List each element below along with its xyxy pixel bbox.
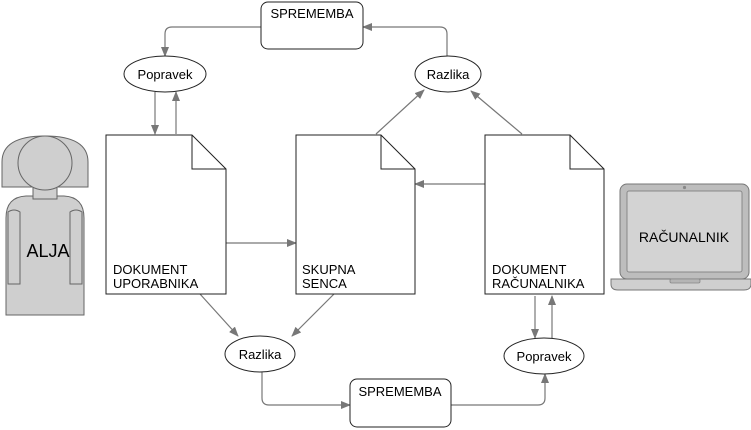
doc-user-label-line1: DOKUMENT [113, 262, 187, 277]
top-change-box: SPREMEMBA [260, 1, 364, 50]
diff-bottom-label: Razlika [239, 347, 282, 362]
arrow-bottom-change-to-patch-right [451, 373, 549, 406]
diff-top-label: Razlika [427, 67, 470, 82]
arrow-doc-computer-to-diff-top [470, 90, 523, 135]
doc-user: DOKUMENT UPORABNIKA [105, 134, 227, 295]
doc-computer-label-line1: DOKUMENT [492, 262, 566, 277]
shadow-label-line2: SENCA [302, 276, 347, 291]
person-icon: ALJA [1, 135, 89, 316]
arrow-diff-bottom-to-bottom-change [261, 372, 351, 409]
bottom-change-label: SPREMEMBA [358, 384, 441, 399]
patch-right-node: Popravek [503, 337, 585, 375]
connectors [151, 23, 556, 409]
arrow-diff-top-to-top-change [362, 23, 448, 57]
patch-right-label: Popravek [517, 349, 572, 364]
arrow-top-change-to-patch-left [161, 26, 261, 57]
shadow-label-line1: SKUPNA [302, 262, 356, 277]
patch-left-node: Popravek [123, 55, 207, 93]
arrow-shadow-to-diff-bottom [291, 293, 335, 337]
doc-computer: DOKUMENT RAČUNALNIKA [484, 134, 605, 295]
bottom-change-box: SPREMEMBA [349, 378, 452, 428]
person-label: ALJA [26, 241, 69, 261]
doc-user-label-line2: UPORABNIKA [113, 276, 199, 291]
diff-top-node: Razlika [414, 55, 482, 93]
laptop-label: RAČUNALNIK [639, 229, 730, 245]
doc-shadow: SKUPNA SENCA [295, 134, 416, 295]
arrow-shadow-to-diff-top [375, 89, 425, 135]
arrow-doc-user-to-diff-bottom [199, 293, 239, 337]
laptop-icon: RAČUNALNIK [610, 183, 751, 291]
diff-bottom-node: Razlika [224, 335, 296, 373]
patch-left-label: Popravek [138, 67, 193, 82]
doc-computer-label-line2: RAČUNALNIKA [492, 276, 585, 291]
top-change-label: SPREMEMBA [270, 6, 353, 21]
